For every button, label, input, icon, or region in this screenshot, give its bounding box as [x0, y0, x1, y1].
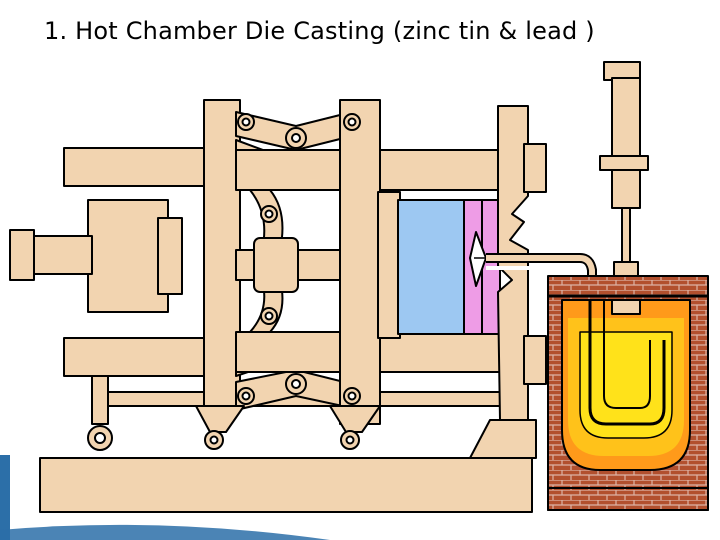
- piston-rod-cap: [9, 229, 35, 281]
- tie-bar-nut-lower: [523, 335, 547, 385]
- moving-platen: [339, 99, 381, 425]
- rear-hydraulic-cylinder: [87, 199, 169, 313]
- platen-foot: [469, 419, 537, 459]
- die-cavity: [469, 231, 487, 287]
- slide-title: 1. Hot Chamber Die Casting (zinc tin & l…: [44, 17, 595, 45]
- plunger-cylinder: [611, 77, 641, 209]
- rear-tie-bar-lower: [63, 337, 221, 377]
- rear-support-leg: [195, 405, 245, 433]
- rear-platen: [203, 99, 241, 409]
- moving-die-half: [397, 199, 465, 335]
- tie-bar-nut-upper: [523, 143, 547, 193]
- rear-tie-bar-upper: [63, 147, 221, 187]
- cylinder-end-flange: [157, 217, 183, 295]
- slide-corner-swoosh: [0, 455, 10, 540]
- piston-rod: [29, 235, 93, 275]
- moving-die-holder: [377, 191, 401, 339]
- furnace-base: [547, 487, 709, 511]
- machine-base: [39, 457, 533, 513]
- crosshead-block: [253, 237, 299, 293]
- rear-leg: [91, 375, 109, 425]
- plunger-rod: [621, 207, 631, 265]
- gooseneck-chamber: [588, 300, 666, 426]
- front-support-leg: [329, 405, 381, 433]
